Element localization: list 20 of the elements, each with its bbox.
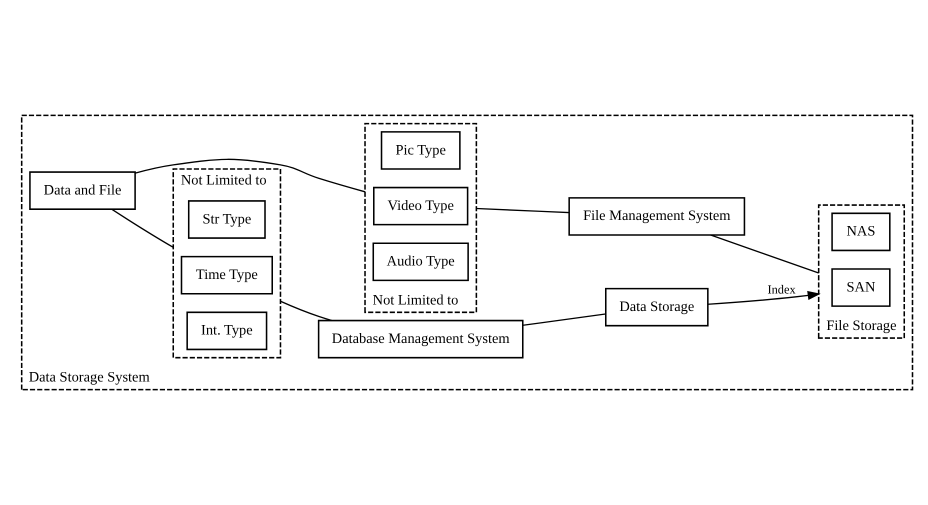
- connector: [135, 158, 366, 192]
- arrow: [708, 290, 821, 305]
- node-box: Database Management System: [318, 320, 524, 358]
- node-box: Time Type: [180, 256, 273, 295]
- node-box: SAN: [831, 268, 891, 307]
- node-box: Data Storage: [605, 288, 709, 326]
- node-box: Int. Type: [186, 312, 268, 350]
- connector: [280, 300, 332, 322]
- node-box: Video Type: [373, 186, 468, 226]
- node-box: Data and File: [29, 171, 136, 210]
- edge-label: Index: [767, 282, 796, 296]
- node-box: File Management System: [568, 197, 746, 236]
- node-box: Pic Type: [380, 131, 461, 170]
- connector: [476, 208, 569, 214]
- connector: [522, 313, 606, 326]
- node-box: Str Type: [188, 200, 266, 239]
- connector: [112, 208, 174, 248]
- node-box: Audio Type: [372, 242, 469, 282]
- connector: [710, 234, 819, 274]
- node-box: NAS: [831, 212, 891, 252]
